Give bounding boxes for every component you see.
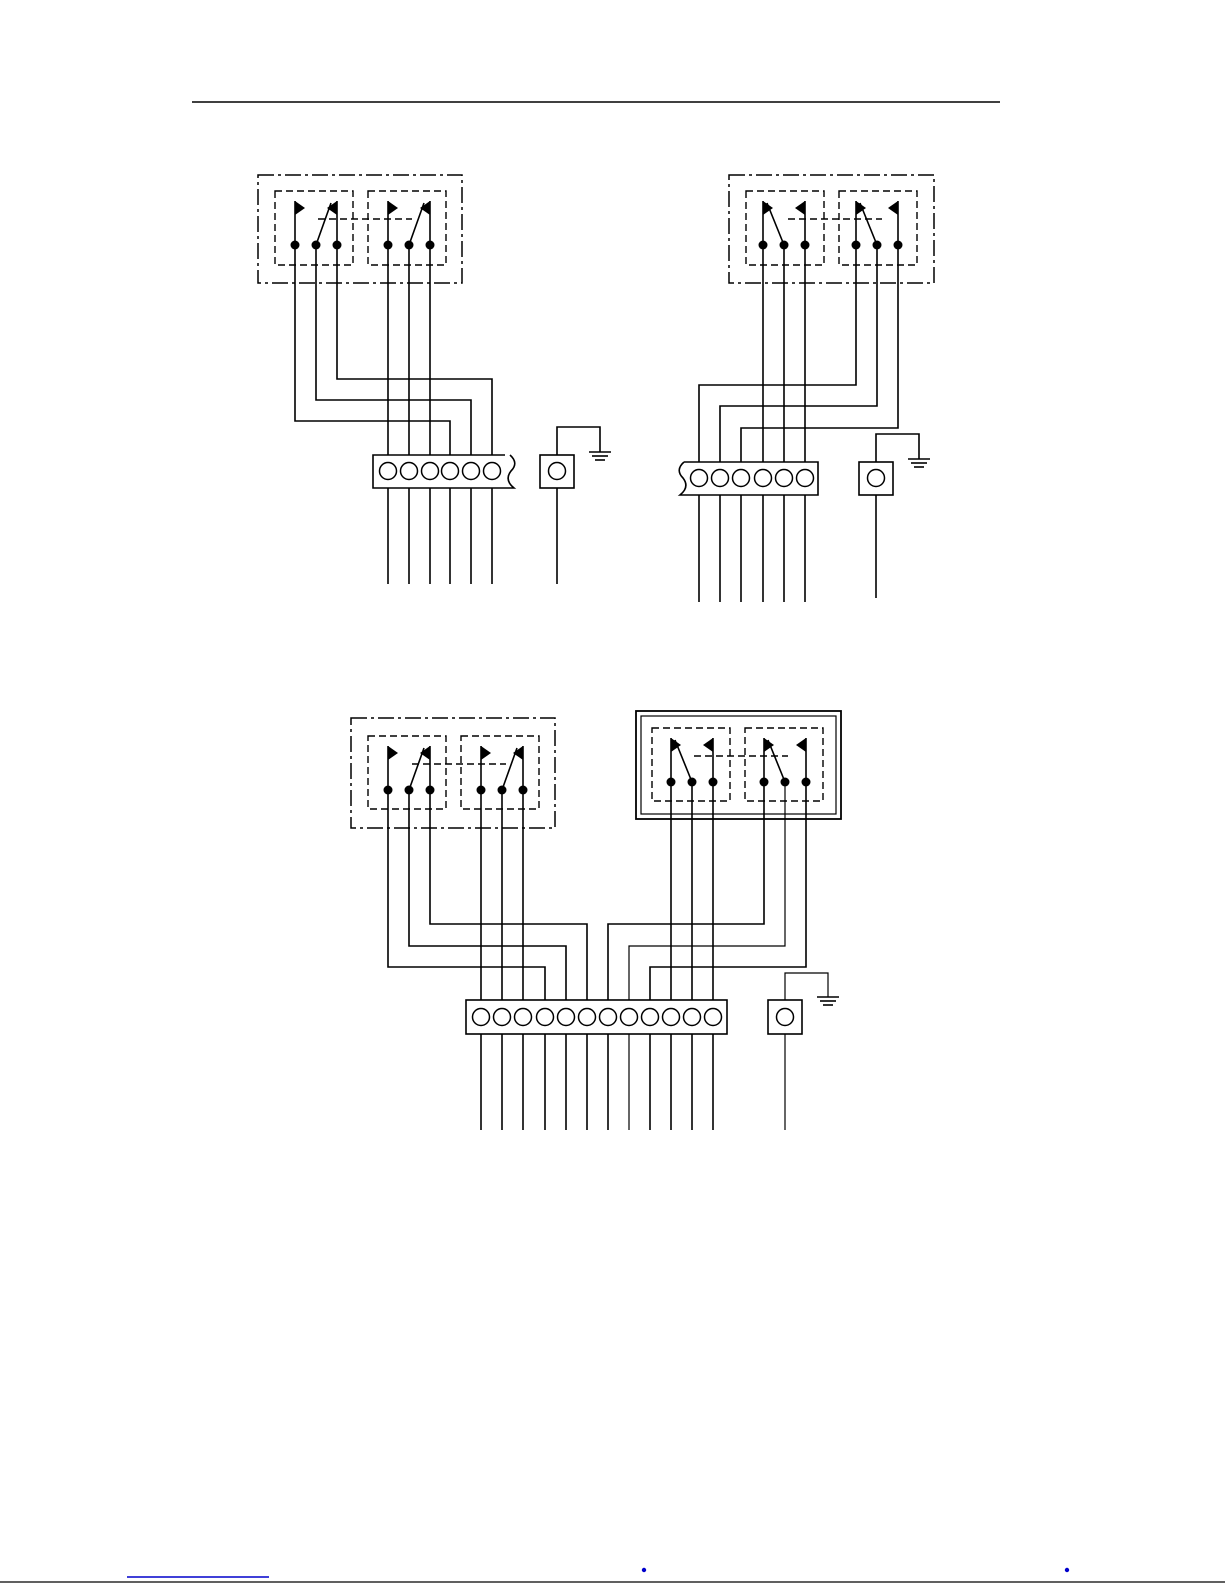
wires [388, 782, 806, 1000]
relay-box [652, 728, 730, 801]
contact-dots [291, 241, 435, 250]
relay-box [839, 191, 917, 265]
relay-box [461, 736, 539, 809]
terminals [380, 463, 501, 480]
terminals [473, 1009, 722, 1026]
contact-dots [759, 241, 903, 250]
group-bottom [351, 711, 841, 1130]
contact-flag [703, 738, 713, 752]
relay-box [368, 191, 446, 265]
contact-flag [481, 746, 491, 760]
contact-flag [888, 201, 898, 215]
contact-flag [327, 201, 337, 215]
contact-flag [388, 746, 398, 760]
terminals [691, 470, 814, 487]
relay-box [746, 191, 824, 265]
relay-box [745, 728, 823, 801]
contact-flag [796, 738, 806, 752]
ground-terminal [768, 973, 839, 1130]
output-leads [388, 488, 492, 584]
footer-dot [642, 1568, 646, 1572]
ground-terminal [540, 427, 611, 584]
contact-flag [295, 201, 305, 215]
contact-flag [795, 201, 805, 215]
output-leads [699, 495, 805, 602]
contact-flag [388, 201, 398, 215]
relay-box [368, 736, 446, 809]
group-top-left [258, 175, 611, 584]
relay-enclosure-outer [636, 711, 841, 819]
footer [0, 1568, 1225, 1582]
relay-box [275, 191, 353, 265]
contact-dots [384, 778, 811, 795]
contact-flag [420, 746, 430, 760]
group-top-right [679, 175, 934, 602]
footer-dot [1065, 1568, 1069, 1572]
output-leads [481, 1034, 713, 1130]
contact-flag [513, 746, 523, 760]
contact-flag [420, 201, 430, 215]
ground-terminal [859, 434, 930, 598]
relay-enclosure [351, 718, 555, 828]
